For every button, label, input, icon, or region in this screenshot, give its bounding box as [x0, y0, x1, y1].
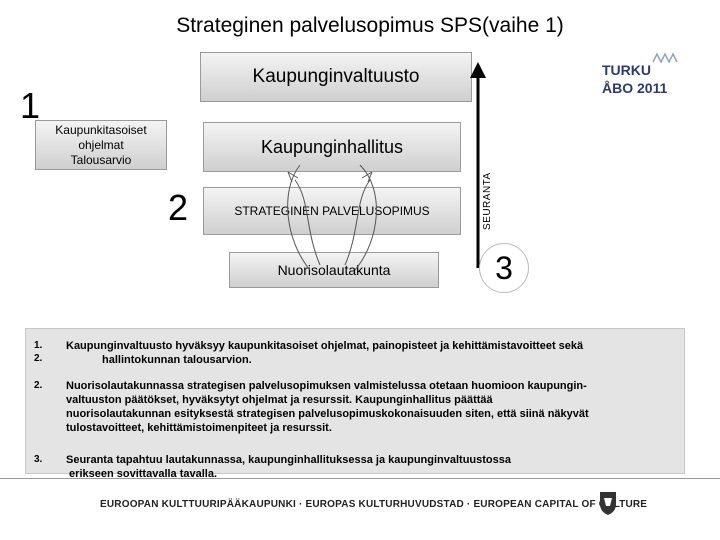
- turku-abo-2011-logo: [587, 52, 697, 104]
- step-number-3: 3: [479, 243, 529, 293]
- item-number: 2.: [34, 353, 43, 364]
- item-2-text: Nuorisolautakunnassa strategisen palvelu…: [66, 379, 674, 435]
- item-2-number: 2.: [34, 380, 43, 391]
- box-nuorisolautakunta: Nuorisolautakunta: [229, 252, 439, 288]
- crest-icon: [600, 492, 616, 515]
- step-number-2: 2: [168, 187, 189, 228]
- item-2-line-3: nuorisolautakunnan esityksestä strategis…: [66, 408, 589, 420]
- item-2-line-4: tulostavoitteet, kehittämistoimenpiteet …: [66, 422, 332, 434]
- seuranta-label: SEURANTA: [482, 172, 493, 230]
- item-number: 1.: [34, 340, 43, 351]
- description-panel: 1. 2. Kaupunginvaltuusto hyväksyy kaupun…: [25, 328, 685, 480]
- item-2-line-1: Nuorisolautakunnassa strategisen palvelu…: [66, 380, 587, 392]
- box-strateginen-palvelusopimus: STRATEGINEN PALVELUSOPIMUS: [203, 187, 461, 235]
- box-kaupunkitasoiset-ohjelmat: Kaupunkitasoiset ohjelmat Talousarvio: [35, 120, 167, 170]
- page-title: Strateginen palvelusopimus SPS(vaihe 1): [176, 14, 564, 37]
- left-box-line-1: Kaupunkitasoiset: [55, 122, 147, 137]
- left-box-line-3: Talousarvio: [70, 152, 132, 167]
- cycle-arrow-right-icon: [361, 171, 373, 183]
- cycle-inner-right: [344, 179, 371, 266]
- step-number-1: 1: [20, 85, 41, 126]
- item-3-number: 3.: [34, 454, 43, 465]
- left-box-line-2: ohjelmat: [78, 137, 124, 152]
- cycle-arrow-left-icon: [287, 171, 299, 183]
- item-1-text: Kaupunginvaltuusto hyväksyy kaupunkitaso…: [66, 339, 674, 367]
- footer-text: EUROOPAN KULTTUURIPÄÄKAUPUNKI · EUROPAS …: [100, 499, 648, 510]
- item-3-line-1: Seuranta tapahtuu lautakunnassa, kaupung…: [66, 454, 511, 466]
- cycle-left-arc: [287, 164, 311, 271]
- logo-text-abo: ÅBO 2011: [602, 80, 668, 96]
- crown-icon: [652, 52, 678, 64]
- item-1-line-2: hallintokunnan talousarvion.: [102, 354, 252, 366]
- item-3-line-2: erikseen sovittavalla tavalla.: [66, 468, 218, 480]
- item-1-numbers: 1. 2.: [34, 339, 42, 365]
- footer-divider: [0, 478, 720, 479]
- cycle-inner-left: [294, 179, 321, 266]
- item-2-line-2: valtuuston päätökset, hyväksytyt ohjelma…: [66, 394, 493, 406]
- logo-text-turku: TURKU: [602, 62, 651, 78]
- cycle-right-arc: [354, 164, 377, 271]
- item-1-line-1: Kaupunginvaltuusto hyväksyy kaupunkitaso…: [66, 340, 584, 352]
- box-kaupunginhallitus: Kaupunginhallitus: [203, 122, 461, 172]
- item-3-text: Seuranta tapahtuu lautakunnassa, kaupung…: [66, 453, 674, 481]
- seuranta-arrowhead-icon: [470, 62, 486, 78]
